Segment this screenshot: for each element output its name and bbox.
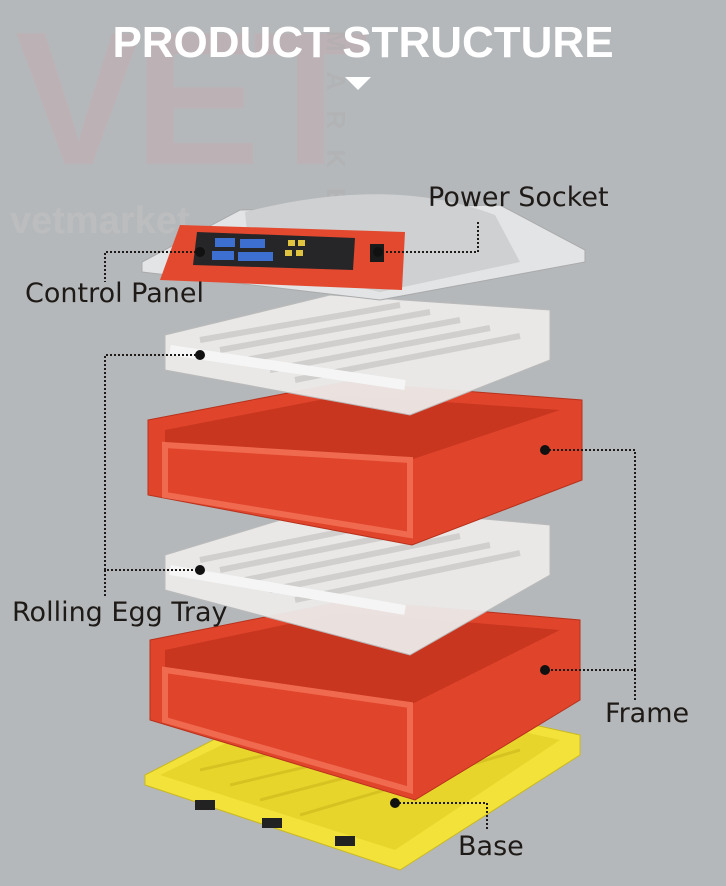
page-title: PRODUCT STRUCTURE [112,18,614,67]
label-frame: Frame [605,698,690,729]
label-power-socket: Power Socket [428,182,609,213]
watermark-big: VET [15,0,369,205]
label-control-panel: Control Panel [25,278,205,309]
watermark-small: vetmarket [10,200,190,242]
frame-upper [147,381,583,546]
rolling-egg-tray-lower [164,504,551,656]
leader-dots [195,247,550,808]
down-arrow-icon [345,77,371,90]
lid [141,194,586,301]
rolling-egg-tray-upper [164,294,551,416]
label-rolling-egg-tray: Rolling Egg Tray [12,597,228,628]
label-base: Base [458,831,524,862]
leader-lines [104,222,636,830]
frame-lower [149,599,581,801]
